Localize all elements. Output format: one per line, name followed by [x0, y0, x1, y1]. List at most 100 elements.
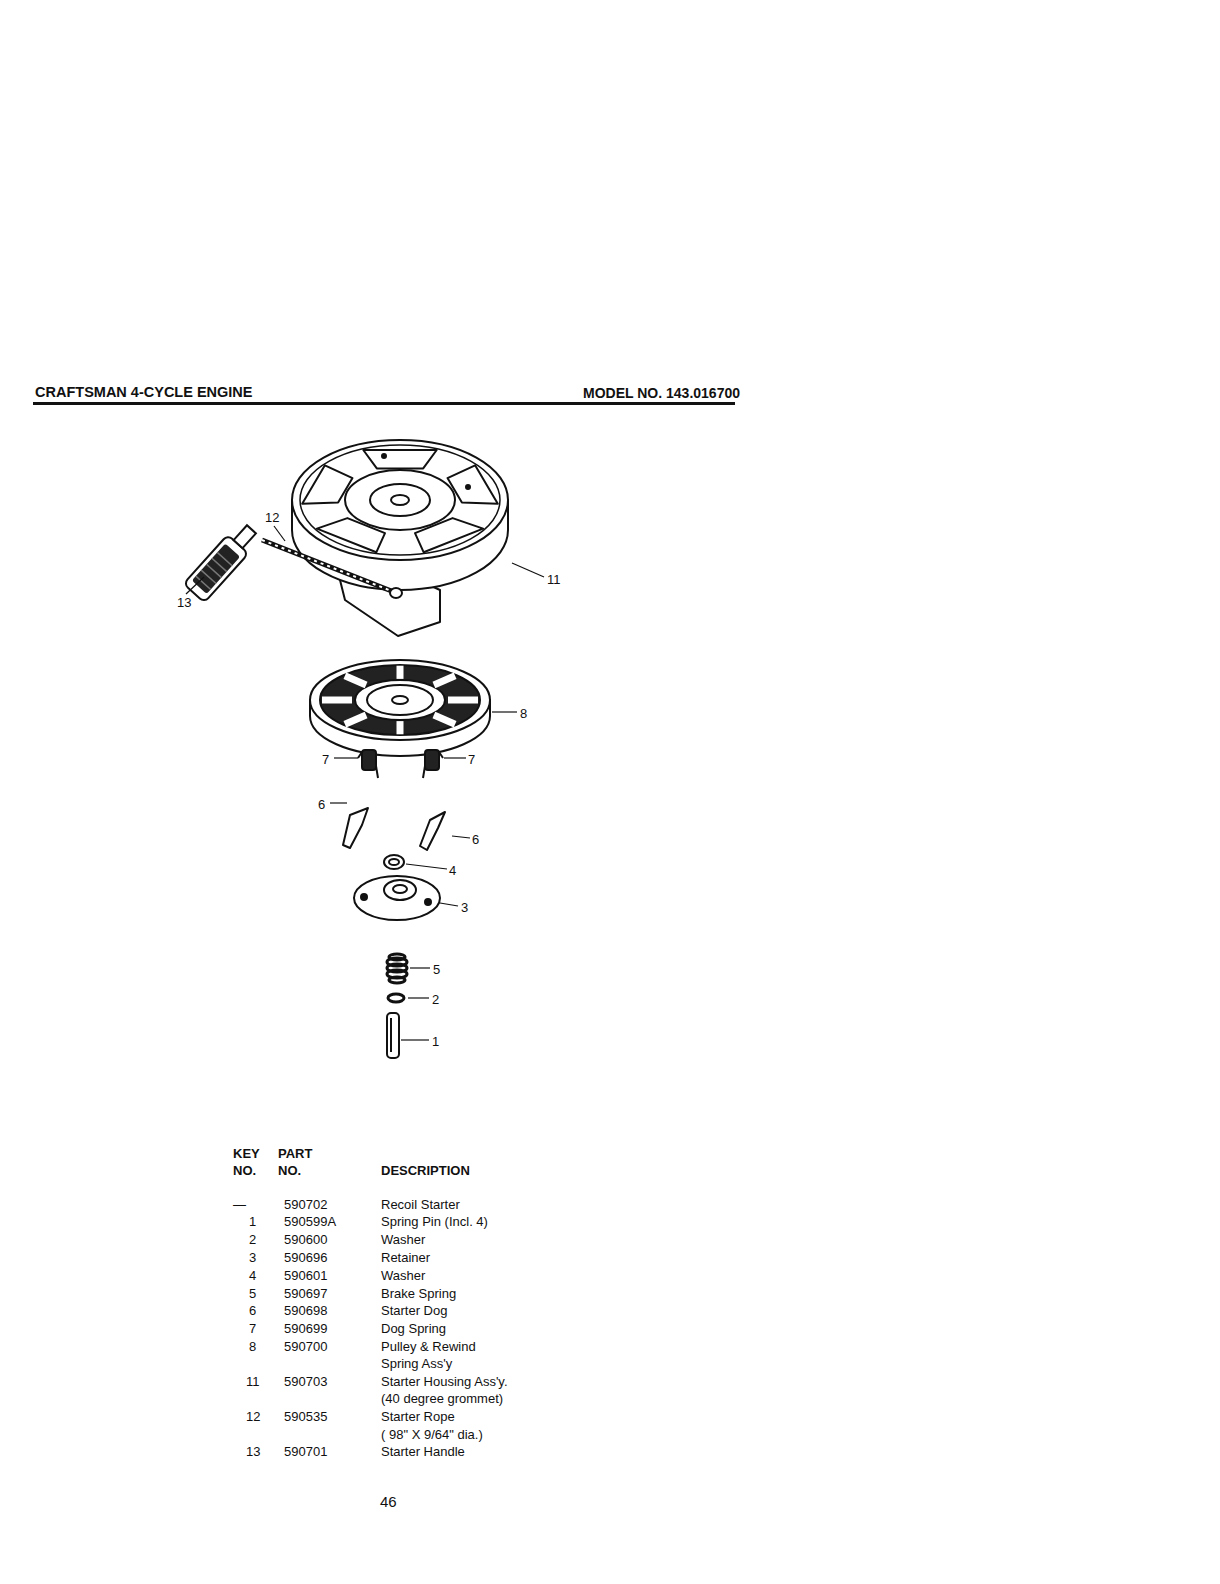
callout-number: 5: [433, 961, 440, 978]
retainer: [384, 880, 416, 900]
part-number: 590600: [284, 1231, 327, 1248]
part-description: Washer: [381, 1231, 425, 1248]
dog-springs: [362, 750, 376, 770]
leader-lines: [330, 802, 347, 803]
starter-housing: [292, 440, 508, 560]
key-number: —: [233, 1196, 246, 1213]
key-number: 7: [249, 1320, 256, 1337]
starter-handle: [192, 543, 240, 594]
part-number: 590697: [284, 1285, 327, 1302]
key-number: 1: [249, 1213, 256, 1230]
washer: [389, 859, 399, 865]
part-description: ( 98" X 9/64" dia.): [381, 1426, 483, 1443]
part-description: Dog Spring: [381, 1320, 446, 1337]
dog-springs: [358, 750, 443, 778]
washer: [388, 994, 404, 1002]
leader-lines: [444, 757, 466, 758]
dog-springs: [423, 766, 425, 778]
part-number: 590599A: [284, 1213, 336, 1230]
key-number: 2: [249, 1231, 256, 1248]
leader-lines: [408, 997, 429, 998]
brake-spring: [389, 977, 405, 983]
page-number: 46: [380, 1493, 397, 1510]
pulley: [355, 680, 445, 720]
leader-lines: [410, 967, 430, 968]
callout-number: 4: [449, 862, 456, 879]
part-number: 590535: [284, 1408, 327, 1425]
starter-rope: [262, 540, 402, 598]
leader-lines: [186, 526, 544, 1040]
leader-lines: [186, 577, 204, 594]
starter-housing: [370, 484, 430, 516]
starter-rope: [390, 588, 402, 598]
part-description: Retainer: [381, 1249, 430, 1266]
leader-lines: [274, 526, 285, 541]
leader-lines: [334, 757, 358, 758]
starter-housing: [363, 450, 436, 468]
leader-lines: [512, 563, 544, 577]
spring-pin: [390, 1018, 392, 1052]
table-header: DESCRIPTION: [381, 1162, 470, 1179]
pulley: [322, 697, 352, 704]
retainer: [354, 876, 440, 920]
pulley: [397, 666, 404, 679]
part-description: Spring Pin (Incl. 4): [381, 1213, 488, 1230]
callout-number: 7: [322, 751, 329, 768]
key-number: 8: [249, 1338, 256, 1355]
part-description: Starter Dog: [381, 1302, 447, 1319]
model-number: MODEL NO. 143.016700: [583, 385, 740, 402]
dog-springs: [358, 752, 362, 758]
spring-pin: [387, 1013, 399, 1058]
part-number: 590700: [284, 1338, 327, 1355]
retainer: [425, 899, 431, 905]
callout-number: 1: [432, 1033, 439, 1050]
callout-number: 6: [318, 796, 325, 813]
callout-number: 12: [265, 509, 279, 526]
part-number: 590703: [284, 1373, 327, 1390]
leader-lines: [440, 903, 458, 906]
part-description: Starter Rope: [381, 1408, 455, 1425]
pulley: [392, 696, 408, 704]
pulley: [310, 660, 490, 740]
starter-dogs: [343, 808, 368, 848]
pulley: [320, 665, 480, 735]
part-description: Brake Spring: [381, 1285, 456, 1302]
pulley: [310, 660, 490, 756]
part-number: 590699: [284, 1320, 327, 1337]
key-number: 12: [246, 1408, 260, 1425]
callout-number: 8: [520, 705, 527, 722]
pulley: [434, 715, 455, 724]
callout-number: 11: [547, 571, 561, 588]
key-number: 4: [249, 1267, 256, 1284]
key-number: 6: [249, 1302, 256, 1319]
dog-springs: [439, 752, 443, 758]
pulley: [367, 685, 433, 715]
key-number: 3: [249, 1249, 256, 1266]
pulley: [345, 715, 366, 724]
starter-housing: [292, 440, 508, 636]
callout-number: 2: [432, 991, 439, 1008]
part-description: Pulley & Rewind Spring Ass'y: [381, 1338, 491, 1372]
part-description: Starter Handle: [381, 1443, 465, 1460]
part-number: 590701: [284, 1443, 327, 1460]
retainer: [361, 894, 367, 900]
header-rule: [33, 402, 735, 405]
pulley: [448, 697, 478, 704]
washer: [384, 855, 404, 869]
starter-handle: [234, 525, 256, 548]
callout-number: 7: [468, 751, 475, 768]
pulley: [322, 666, 478, 735]
retainer: [393, 885, 407, 893]
callout-number: 13: [177, 594, 191, 611]
starter-handle: [207, 564, 222, 577]
starter-rope: [262, 540, 394, 592]
starter-housing: [382, 454, 386, 458]
starter-dogs: [420, 812, 445, 850]
leader-lines: [406, 864, 447, 869]
brake-spring: [387, 954, 407, 983]
leader-lines: [492, 711, 517, 712]
part-number: 590696: [284, 1249, 327, 1266]
pulley: [345, 676, 366, 685]
part-description: Recoil Starter: [381, 1196, 460, 1213]
